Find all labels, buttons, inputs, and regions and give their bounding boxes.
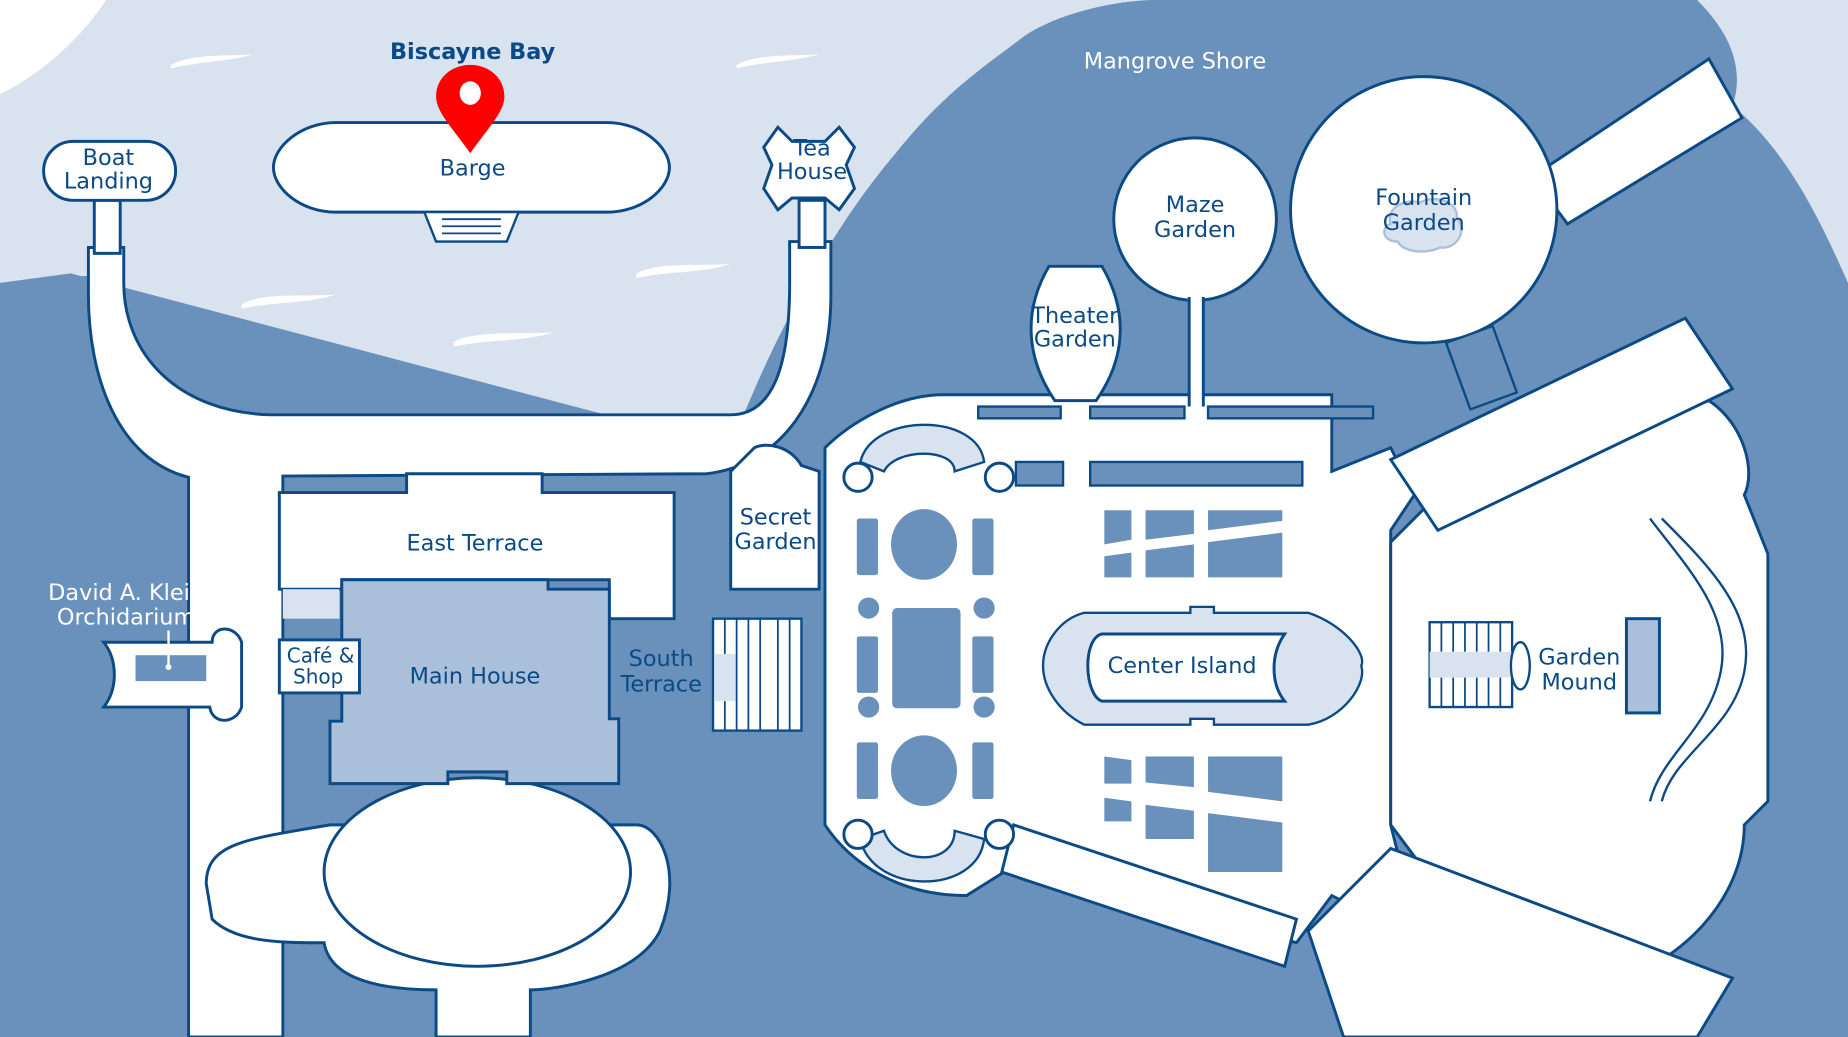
main-house-label[interactable]: Main House xyxy=(410,663,541,689)
east-terrace-strip xyxy=(282,589,340,619)
barge-label[interactable]: Barge xyxy=(440,156,506,182)
south-crescent xyxy=(858,829,986,883)
cafe-shop-label-1[interactable]: Café & xyxy=(287,643,355,667)
garden-mound-basin xyxy=(1509,641,1531,691)
theater-garden-label-1[interactable]: Theater xyxy=(1030,303,1119,329)
fountain-basin xyxy=(1383,197,1463,253)
tea-house-shape[interactable] xyxy=(762,124,857,212)
orchidarium-label-2[interactable]: Orchidarium xyxy=(57,605,195,631)
cafe-shop-shape[interactable] xyxy=(277,638,361,695)
main-house-shape[interactable] xyxy=(328,578,621,786)
boat-landing-label-1[interactable]: Boat xyxy=(83,145,135,171)
tea-house-label-2[interactable]: House xyxy=(777,159,847,185)
shoreline-foam xyxy=(0,0,107,95)
maze-garden-label-2[interactable]: Garden xyxy=(1154,217,1236,243)
north-crescent xyxy=(858,423,986,473)
south-terrace-label-2[interactable]: Terrace xyxy=(619,672,701,698)
fountain-garden-label-2[interactable]: Garden xyxy=(1383,210,1465,236)
fountain-garden-label-1[interactable]: Fountain xyxy=(1375,185,1472,211)
garden-mound-stairs xyxy=(1428,621,1514,709)
center-island-label[interactable]: Center Island xyxy=(1108,653,1257,679)
garden-mound-curved-path xyxy=(1660,517,1748,802)
hedge-blocks xyxy=(1104,510,1283,873)
mangrove-shore-label: Mangrove Shore xyxy=(1084,48,1266,74)
theater-garden-label-2[interactable]: Garden xyxy=(1034,326,1116,352)
center-island-shape[interactable] xyxy=(1086,632,1288,703)
maze-garden-label-1[interactable]: Maze xyxy=(1166,192,1225,218)
garden-mound-casino[interactable] xyxy=(1624,617,1661,715)
map-pin-icon[interactable] xyxy=(436,64,505,154)
east-terrace-label[interactable]: East Terrace xyxy=(407,530,544,556)
barge-shape[interactable] xyxy=(271,121,671,214)
cafe-shop-label-2[interactable]: Shop xyxy=(293,664,343,688)
secret-garden-shape[interactable] xyxy=(729,443,821,591)
maze-garden-path xyxy=(1189,294,1204,419)
tea-house-label-1[interactable]: Tea xyxy=(792,136,830,162)
barge-stairs xyxy=(422,210,521,243)
boat-landing-label-2[interactable]: Landing xyxy=(64,169,153,195)
south-terrace-label-1[interactable]: South xyxy=(629,646,694,672)
biscayne-bay-label: Biscayne Bay xyxy=(390,39,556,65)
boat-landing-shape[interactable] xyxy=(42,139,178,202)
garden-mound-label-1[interactable]: Garden xyxy=(1538,645,1620,671)
fountain-garden-pool xyxy=(1444,324,1519,411)
secret-garden-label-2[interactable]: Garden xyxy=(734,529,816,555)
central-parterre xyxy=(856,509,995,807)
secret-garden-label-1[interactable]: Secret xyxy=(740,504,812,530)
orchidarium-label-1[interactable]: David A. Klein xyxy=(48,580,204,606)
hedge-bars xyxy=(977,405,1375,487)
south-terrace-stairs xyxy=(711,617,803,732)
theater-garden-shape[interactable] xyxy=(1029,264,1122,403)
crescent-circles xyxy=(842,461,1016,850)
left-shore-land xyxy=(0,273,118,1037)
garden-mound-label-2[interactable]: Mound xyxy=(1542,669,1618,695)
